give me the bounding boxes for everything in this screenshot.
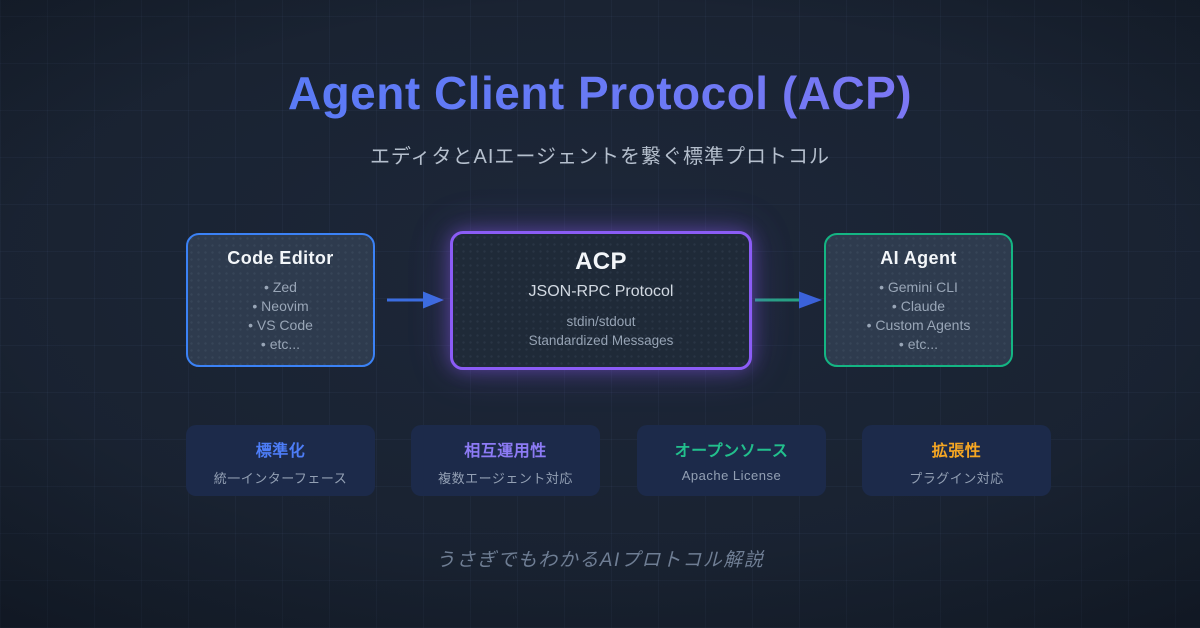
feature-title: 相互運用性 (464, 443, 547, 460)
acp-node: ACP JSON-RPC Protocol stdin/stdout Stand… (450, 231, 752, 370)
page-title: Agent Client Protocol (ACP) (0, 66, 1200, 120)
feature-subtitle: プラグイン対応 (909, 471, 1004, 486)
feature-subtitle: 複数エージェント対応 (438, 471, 573, 486)
list-item: • etc... (260, 336, 301, 352)
ai-agent-title: AI Agent (880, 248, 957, 268)
list-item: • Neovim (252, 298, 309, 314)
feature-subtitle: Apache License (681, 468, 782, 483)
list-item: • VS Code (248, 317, 313, 333)
list-item: • Zed (264, 279, 297, 295)
ai-agent-node: AI Agent • Gemini CLI • Claude • Custom … (824, 233, 1013, 367)
acp-detail-line: Standardized Messages (528, 333, 674, 348)
feature-card-extensibility: 拡張性 プラグイン対応 (862, 425, 1051, 496)
feature-title: オープンソース (674, 443, 789, 460)
acp-protocol-label: JSON-RPC Protocol (528, 283, 674, 300)
feature-card-interoperability: 相互運用性 複数エージェント対応 (411, 425, 600, 496)
list-item: • Custom Agents (866, 317, 971, 333)
feature-card-standardization: 標準化 統一インターフェース (186, 425, 375, 496)
list-item: • Claude (891, 298, 946, 314)
footer-caption: うさぎでもわかるAIプロトコル解説 (435, 550, 765, 571)
acp-detail-line: stdin/stdout (566, 314, 636, 329)
arrow-right-icon (755, 291, 822, 309)
feature-title: 拡張性 (931, 443, 982, 460)
code-editor-node: Code Editor • Zed • Neovim • VS Code • e… (186, 233, 375, 367)
acp-title: ACP (575, 248, 627, 275)
arrow-right-icon (387, 291, 444, 309)
code-editor-title: Code Editor (227, 248, 334, 268)
feature-title: 標準化 (255, 443, 306, 460)
list-item: • etc... (898, 336, 939, 352)
list-item: • Gemini CLI (879, 279, 958, 295)
page-subtitle: エディタとAIエージェントを繋ぐ標準プロトコル (369, 146, 831, 168)
feature-subtitle: 統一インターフェース (213, 471, 348, 486)
feature-card-open-source: オープンソース Apache License (637, 425, 826, 496)
